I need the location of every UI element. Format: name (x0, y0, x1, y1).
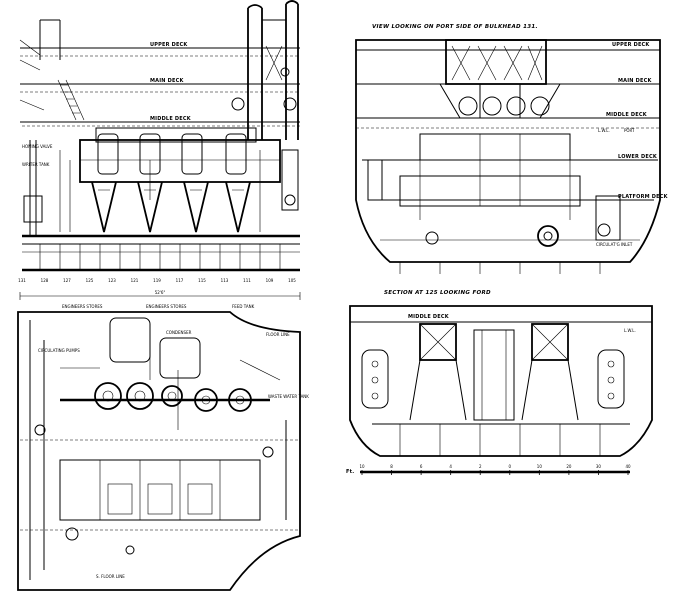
tr-deck-platform: PLATFORM DECK (618, 194, 669, 200)
top-right-bulkhead-view: VIEW LOOKING ON PORT SIDE OF BULKHEAD 13… (355, 24, 669, 274)
bl-label-stores-1: ENGINEERS STORES (62, 304, 103, 309)
tl-frame-number: 131 (18, 278, 26, 283)
tl-note-writer: WRITER TANK (22, 162, 50, 167)
tr-deck-lower: LOWER DECK (618, 154, 658, 160)
br-scale-tick-label: 10 (537, 464, 543, 469)
tl-deck-middle: MIDDLE DECK (150, 116, 192, 122)
tr-port: PORT (624, 128, 635, 133)
tl-note-homing: HOMING VALVE (22, 144, 53, 149)
tl-frame-number: 105 (288, 278, 296, 283)
bl-label-sfloor: S. FLOOR LINE (96, 574, 125, 579)
tl-frame-number: 128 (41, 278, 49, 283)
tl-frame-number: 121 (131, 278, 139, 283)
tl-frame-number: 119 (153, 278, 161, 283)
tr-title: VIEW LOOKING ON PORT SIDE OF BULKHEAD 13… (372, 24, 538, 30)
tl-frame-number: 127 (63, 278, 71, 283)
tl-deck-main: MAIN DECK (150, 78, 184, 84)
tr-circ-inlet: CIRCULAT'G INLET (596, 242, 633, 247)
tl-frame-number: 111 (243, 278, 251, 283)
br-scale-tick-label: 6 (420, 464, 423, 469)
br-scale-tick-label: 10 (359, 464, 365, 469)
tl-frame-number: 109 (266, 278, 274, 283)
br-scale-label: Ft. (346, 469, 354, 475)
tl-deck-upper: UPPER DECK (150, 42, 188, 48)
br-scale-tick-label: 30 (596, 464, 602, 469)
tl-frame-number: 113 (221, 278, 229, 283)
br-scale-tick-label: 20 (566, 464, 572, 469)
bottom-right-section: SECTION AT 125 LOOKING FORD MIDDLE DECK … (346, 290, 653, 475)
br-title: SECTION AT 125 LOOKING FORD (384, 290, 491, 296)
top-left-longitudinal-section: UPPER DECK MAIN DECK MIDDLE DECK HOMING … (18, 0, 301, 300)
bottom-left-plan-view: ENGINEERS STORES ENGINEERS STORES FEED T… (17, 304, 309, 591)
bl-label-condenser: CONDENSER (166, 330, 192, 335)
tl-frame-numbers: 131 128 127 125 123 121 119 117 115 113 111 109 105 (18, 278, 296, 283)
tl-frame-number: 115 (198, 278, 206, 283)
tl-frame-number: 125 (86, 278, 94, 283)
br-scale-tick-label: 0 (509, 464, 512, 469)
br-deck-middle: MIDDLE DECK (408, 314, 450, 320)
bl-label-stores-2: ENGINEERS STORES (146, 304, 187, 309)
tr-deck-middle: MIDDLE DECK (606, 112, 648, 118)
tl-frame-number: 117 (176, 278, 184, 283)
br-lwl: L.W.L. (624, 328, 636, 333)
br-scale-tick-label: 8 (390, 464, 393, 469)
bl-label-waste-tank: WASTE WATER TANK (268, 394, 309, 399)
bl-label-feed-tank: FEED TANK (232, 304, 255, 309)
tl-dimension: 52'6" (155, 290, 166, 295)
bl-label-circ-pumps: CIRCULATING PUMPS (38, 348, 80, 353)
tr-deck-main: MAIN DECK (618, 78, 652, 84)
br-scale-tick-label: 2 (479, 464, 482, 469)
bl-label-floor-line: FLOOR LINE (266, 332, 290, 337)
br-scale-tick-label: 40 (625, 464, 631, 469)
tr-deck-upper: UPPER DECK (612, 42, 650, 48)
br-scale-tick-label: 4 (449, 464, 452, 469)
tl-frame-number: 123 (108, 278, 116, 283)
tr-lwl: L.W.L. (598, 128, 610, 133)
